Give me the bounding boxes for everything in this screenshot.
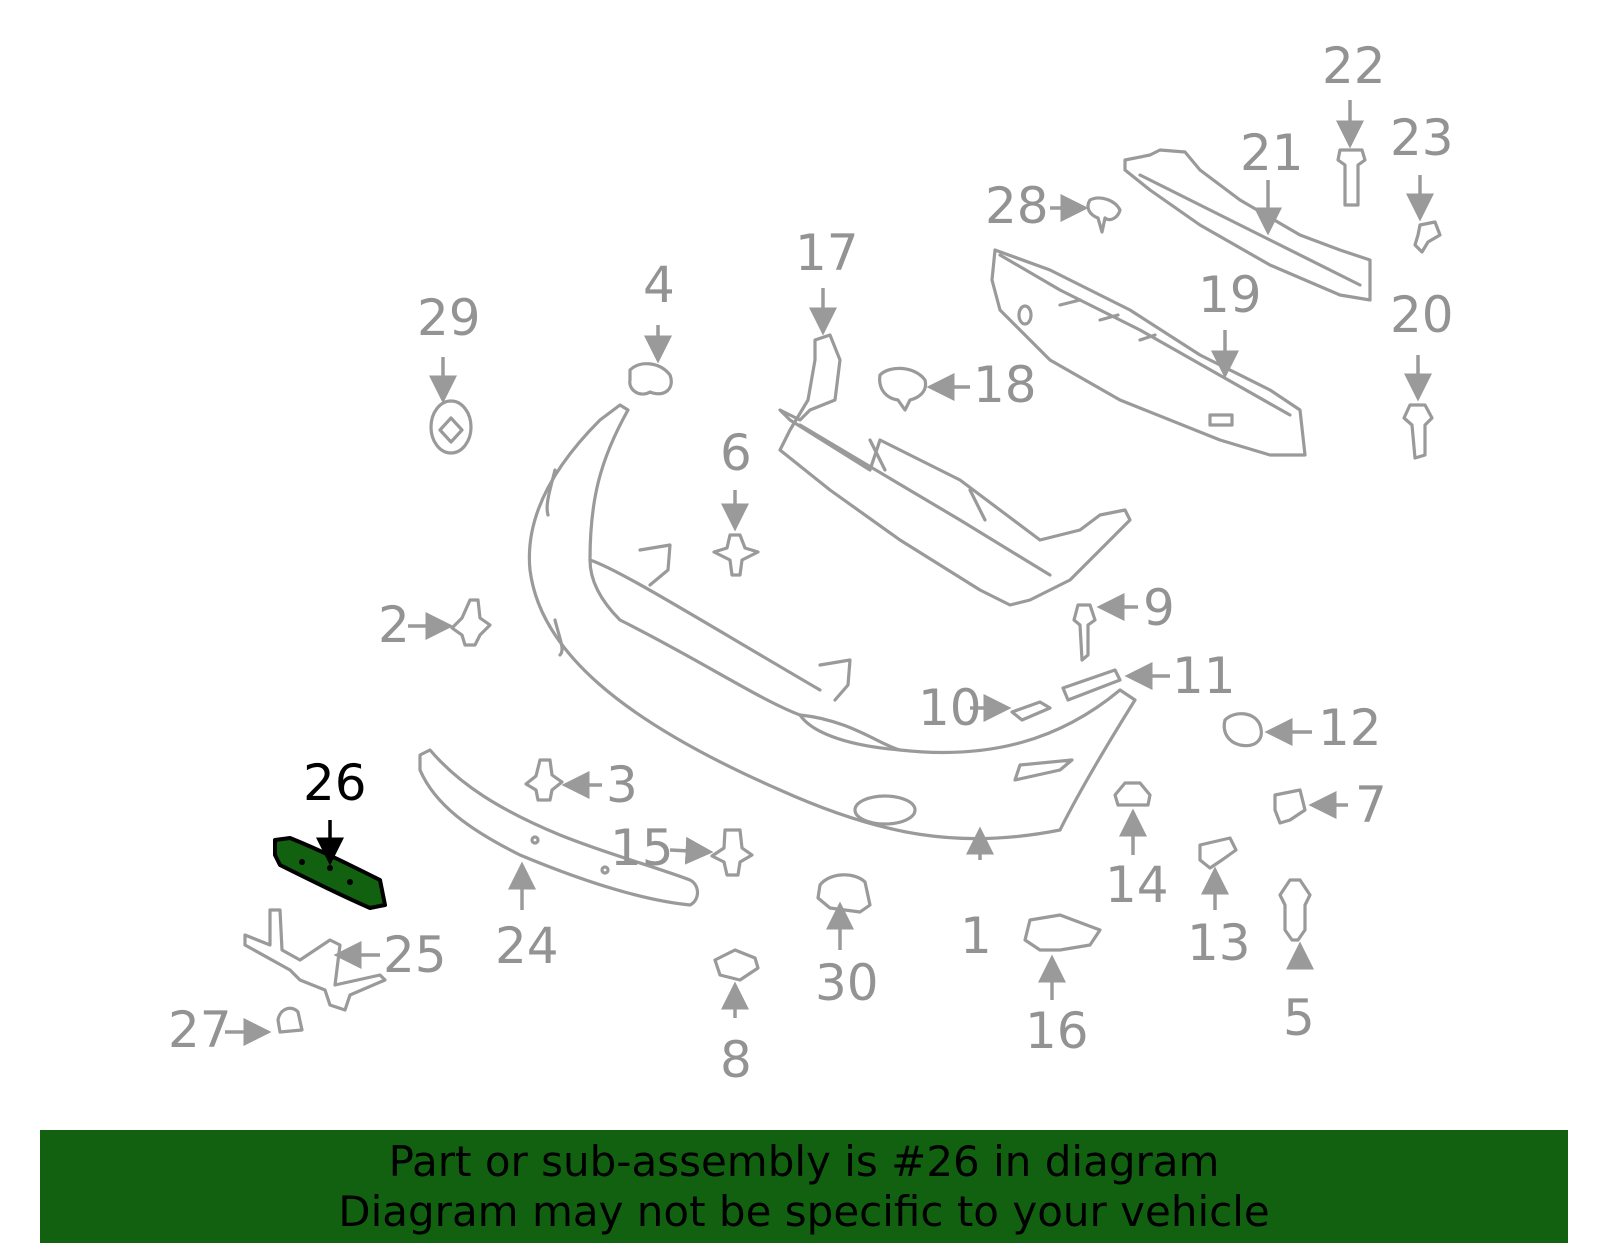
callout-14: 14 [1105,856,1169,914]
part-9-bolt [1072,603,1097,662]
part-17-bumper-bracket [778,333,1132,607]
callout-25: 25 [383,926,447,984]
part-21-rail [1123,148,1372,302]
callout-16: 16 [1025,1002,1089,1060]
callout-18: 18 [973,356,1037,414]
part-12-clip [1222,712,1263,748]
callout-13: 13 [1187,914,1251,972]
part-16-bracket [1023,913,1102,952]
part-8-nut [713,948,760,982]
callout-30: 30 [815,954,879,1012]
callout-20: 20 [1390,286,1454,344]
part-5-push-pin [1278,878,1312,942]
part-4-clip [628,362,673,396]
part-15-retainer [710,828,754,877]
part-6-push-clip [712,533,760,577]
callout-24: 24 [495,917,559,975]
callout-8: 8 [720,1031,752,1089]
part-25-bracket [243,908,387,1012]
part-23-screw [1413,220,1442,254]
callout-29: 29 [417,289,481,347]
callout-19: 19 [1198,266,1262,324]
callout-9: 9 [1143,579,1175,637]
callout-6: 6 [720,424,752,482]
callout-labels: 1 2 3 4 5 6 7 8 9 10 11 12 13 14 15 16 1… [168,37,1454,1089]
part-10-lamp-cover [1010,700,1052,722]
part-29-emblem [429,399,473,455]
info-banner: Part or sub-assembly is #26 in diagram D… [40,1130,1568,1243]
part-13-bracket [1198,836,1238,870]
part-3-clip [524,758,564,802]
callout-23: 23 [1390,109,1454,167]
callout-22: 22 [1322,37,1386,95]
part-18-cover [878,366,928,412]
callout-10: 10 [918,679,982,737]
part-14-nut [1113,781,1152,807]
callout-4: 4 [643,256,675,314]
part-11-lamp-cover [1061,668,1122,702]
part-27-cap [276,1006,304,1034]
callout-5: 5 [1283,989,1315,1047]
part-26-highlighted [273,836,387,910]
part-28-clip [1086,196,1122,234]
callout-21: 21 [1240,124,1304,182]
callout-7: 7 [1355,776,1387,834]
callout-15: 15 [610,819,674,877]
part-1-bumper-cover [527,403,1137,841]
part-24-lower-strip [418,748,700,907]
part-2-clip [450,598,492,647]
callout-3: 3 [606,756,638,814]
callout-11: 11 [1172,647,1236,705]
part-7-nut-clip [1273,788,1307,825]
leader-arrows [225,100,1434,1046]
part-30-clip [816,873,872,914]
parts-diagram: 1 2 3 4 5 6 7 8 9 10 11 12 13 14 15 16 1… [168,37,1454,1089]
callout-2: 2 [378,596,410,654]
banner-line-part: Part or sub-assembly is #26 in diagram [388,1136,1220,1186]
callout-17: 17 [795,224,859,282]
callout-27: 27 [168,1001,232,1059]
banner-line-disclaimer: Diagram may not be specific to your vehi… [338,1186,1270,1236]
callout-12: 12 [1318,699,1382,757]
callout-1: 1 [960,907,992,965]
callout-26: 26 [303,754,367,812]
part-20-bolt [1402,403,1434,460]
part-22-bolt [1336,148,1367,207]
callout-28: 28 [985,177,1049,235]
